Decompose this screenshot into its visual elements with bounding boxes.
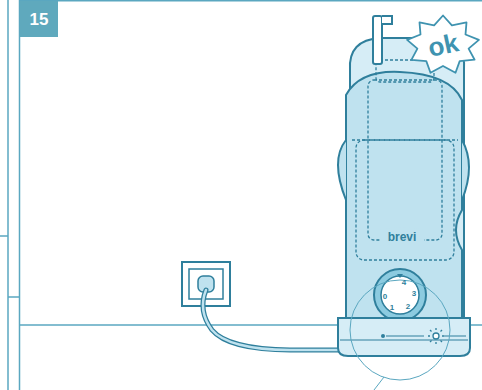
ok-text: ok xyxy=(425,29,460,61)
dial-number: 0 xyxy=(383,293,387,301)
dial-number: 3 xyxy=(412,290,416,298)
ok-starburst: ok xyxy=(405,14,481,76)
step-number-box: 15 xyxy=(20,1,58,37)
dial-number: 4 xyxy=(402,279,406,287)
brand-logo: brevi xyxy=(388,231,417,243)
dial-number: 1 xyxy=(390,304,394,312)
dial-number: 2 xyxy=(406,303,410,311)
step-number: 15 xyxy=(30,11,49,28)
